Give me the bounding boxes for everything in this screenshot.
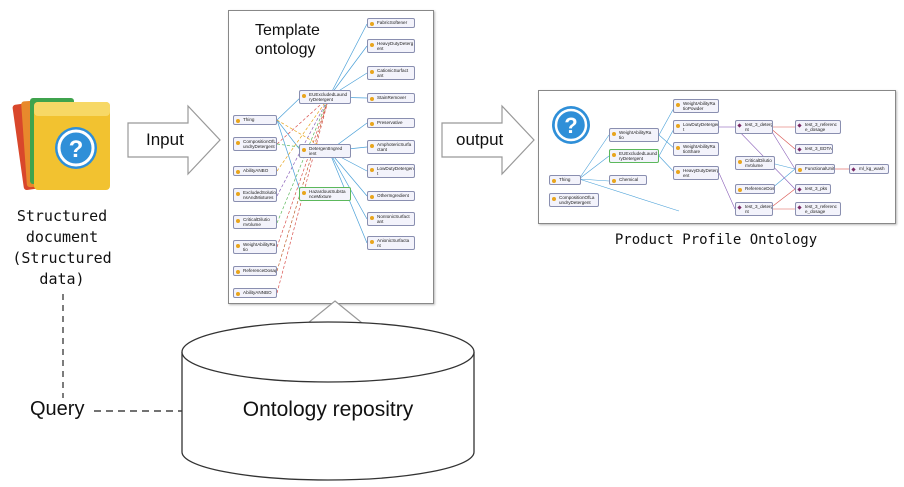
product-node: CompositionOfLa undryDetergent: [549, 193, 599, 207]
query-label: Query: [30, 398, 85, 420]
template-node: AbilityANNBO: [233, 288, 277, 298]
template-node: HazardousSubsta nceMixture: [299, 187, 351, 201]
template-ontology-panel: Template ontology Thi: [228, 10, 434, 304]
product-node: WeightAbilityRa tioPowder: [673, 99, 719, 113]
svg-text:?: ?: [69, 136, 84, 163]
product-question-icon: ?: [551, 105, 591, 145]
template-node: CationicSurfact ant: [367, 66, 415, 80]
output-label: output: [456, 130, 504, 149]
template-node: AmphotericSurfa ctant: [367, 140, 415, 154]
folder-question-icon: ?: [8, 88, 120, 200]
template-node: WeightAbilityRa tio: [233, 240, 277, 254]
input-arrow: Input: [126, 104, 222, 176]
product-node: test_3_referenc e_dosage: [795, 202, 841, 216]
product-node: ml_kg_wash: [849, 164, 889, 174]
ontology-repository-cylinder: Ontology repositry: [180, 318, 476, 482]
template-node: DetergentIngred ient: [299, 144, 351, 158]
template-node: CriticalDilutio nVolume: [233, 215, 277, 229]
product-node: CriticalDilutio nVolume: [735, 156, 775, 170]
product-node: test_3_pks: [795, 184, 831, 194]
template-node: NonIonicSurfact ant: [367, 212, 415, 226]
product-node-thing: Thing: [549, 175, 581, 185]
template-node: ExcludedSolution nsAndMixtures: [233, 188, 277, 202]
template-node: ReferenceDosage: [233, 266, 277, 276]
product-node: LowDutyDetergen t: [673, 120, 719, 134]
input-label: Input: [146, 130, 184, 149]
template-node: HeavyDutyDeterg ent: [367, 39, 415, 53]
template-node: FabricSoftener: [367, 18, 415, 28]
product-node: HeavyDutyDeterg ent: [673, 166, 719, 180]
template-title: Template ontology: [255, 22, 320, 58]
product-profile-caption: Product Profile Ontology: [614, 232, 818, 248]
template-node: LowDutyDetergen t: [367, 164, 415, 178]
product-node: EUExcludedLaund ryDetergent: [609, 149, 659, 163]
product-node: WeightAbilityRa tioShare: [673, 142, 719, 156]
structured-document-caption: Structured document (Structured data): [12, 207, 112, 288]
product-node: test_3_EDTA: [795, 144, 833, 154]
template-node: AbilityANBO: [233, 166, 277, 176]
product-node: test_3_referenc e_dosage: [795, 120, 841, 134]
repository-label: Ontology repositry: [242, 398, 414, 421]
product-node: test_3_deterge nt: [735, 120, 773, 134]
product-edges: [578, 105, 849, 212]
template-node-thing: Thing: [233, 115, 277, 125]
template-node: OtherIngredient: [367, 191, 415, 201]
template-node: StainRemover: [367, 93, 415, 103]
template-node: AnionicSurfacta nt: [367, 236, 415, 250]
svg-text:?: ?: [564, 113, 577, 138]
product-node: WeightAbilityRa tio: [609, 128, 659, 142]
product-node: ReferenceDosage: [735, 184, 775, 194]
template-node: CompositionOfLa undryDetergent: [233, 137, 277, 151]
product-node: Chemical: [609, 175, 647, 185]
template-node: EUExcludedLaund ryDetergent: [299, 90, 351, 104]
product-node: FunctionalUnit: [795, 164, 835, 174]
product-node: test_3_deterge nt: [735, 202, 773, 216]
template-node: Preservative: [367, 118, 415, 128]
product-ontology-panel: ? Thing CompositionOfLa undryDetergent W…: [538, 90, 896, 224]
output-arrow: output: [440, 104, 536, 176]
